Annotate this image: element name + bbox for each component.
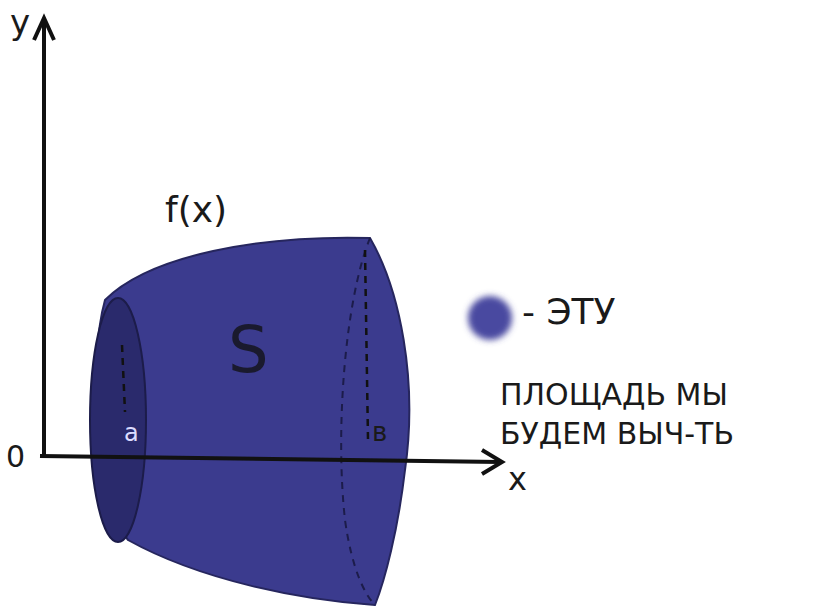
area-label: S bbox=[228, 315, 269, 385]
bound-label: a bbox=[124, 420, 139, 446]
right-face-edge bbox=[341, 238, 375, 605]
function-label: f(x) bbox=[165, 190, 227, 230]
x-axis bbox=[40, 456, 500, 462]
x-arrow bbox=[482, 450, 502, 474]
bound-label: в bbox=[372, 418, 387, 447]
axis-label: y bbox=[10, 4, 30, 41]
note-text: - ЭТУ bbox=[522, 292, 616, 332]
y-axis bbox=[42, 22, 46, 458]
axis-label: x bbox=[508, 462, 527, 497]
origin-label: 0 bbox=[6, 440, 25, 473]
area-sample bbox=[468, 296, 512, 340]
dashed-a bbox=[122, 345, 125, 412]
left-face bbox=[90, 298, 146, 542]
dashed-b bbox=[365, 250, 368, 440]
y-arrow bbox=[34, 18, 54, 40]
note-text: ПЛОЩАДЬ МЫ БУДЕМ ВЫЧ-ТЬ bbox=[500, 375, 825, 453]
